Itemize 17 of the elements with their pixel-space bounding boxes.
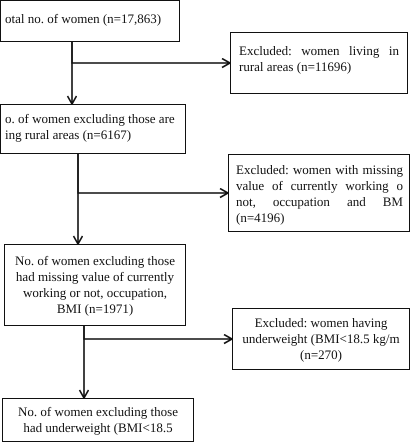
arrow xyxy=(83,326,233,344)
process-box xyxy=(4,244,186,326)
process-box xyxy=(0,104,186,154)
exclusion-box xyxy=(232,308,410,370)
box-text: Excluded: women with missing value of currently working o not, occupation and BM (n=4196) xyxy=(236,162,403,226)
box-text: No. of women excluding those had missing value of currently working or not, occupation, BMI (n=1971) xyxy=(14,253,176,317)
arrow xyxy=(71,42,231,68)
box-text: o. of women excluding those are ing rural areas (n=6167) xyxy=(5,111,176,143)
box-text: No. of women excluding those had underweight (BMI<18.5 xyxy=(17,404,179,436)
process-box xyxy=(0,0,180,42)
exclusion-box xyxy=(230,32,408,94)
box-text: otal no. of women (n=17,863) xyxy=(5,11,162,27)
box-text: Excluded: women living in rural areas (n=11696) xyxy=(239,43,399,75)
box-text: Excluded: women having underweight (BMI<18.5 kg/m (n=270) xyxy=(241,315,401,363)
exclusion-box xyxy=(228,154,410,232)
arrow xyxy=(77,154,229,198)
process-box xyxy=(2,398,194,442)
